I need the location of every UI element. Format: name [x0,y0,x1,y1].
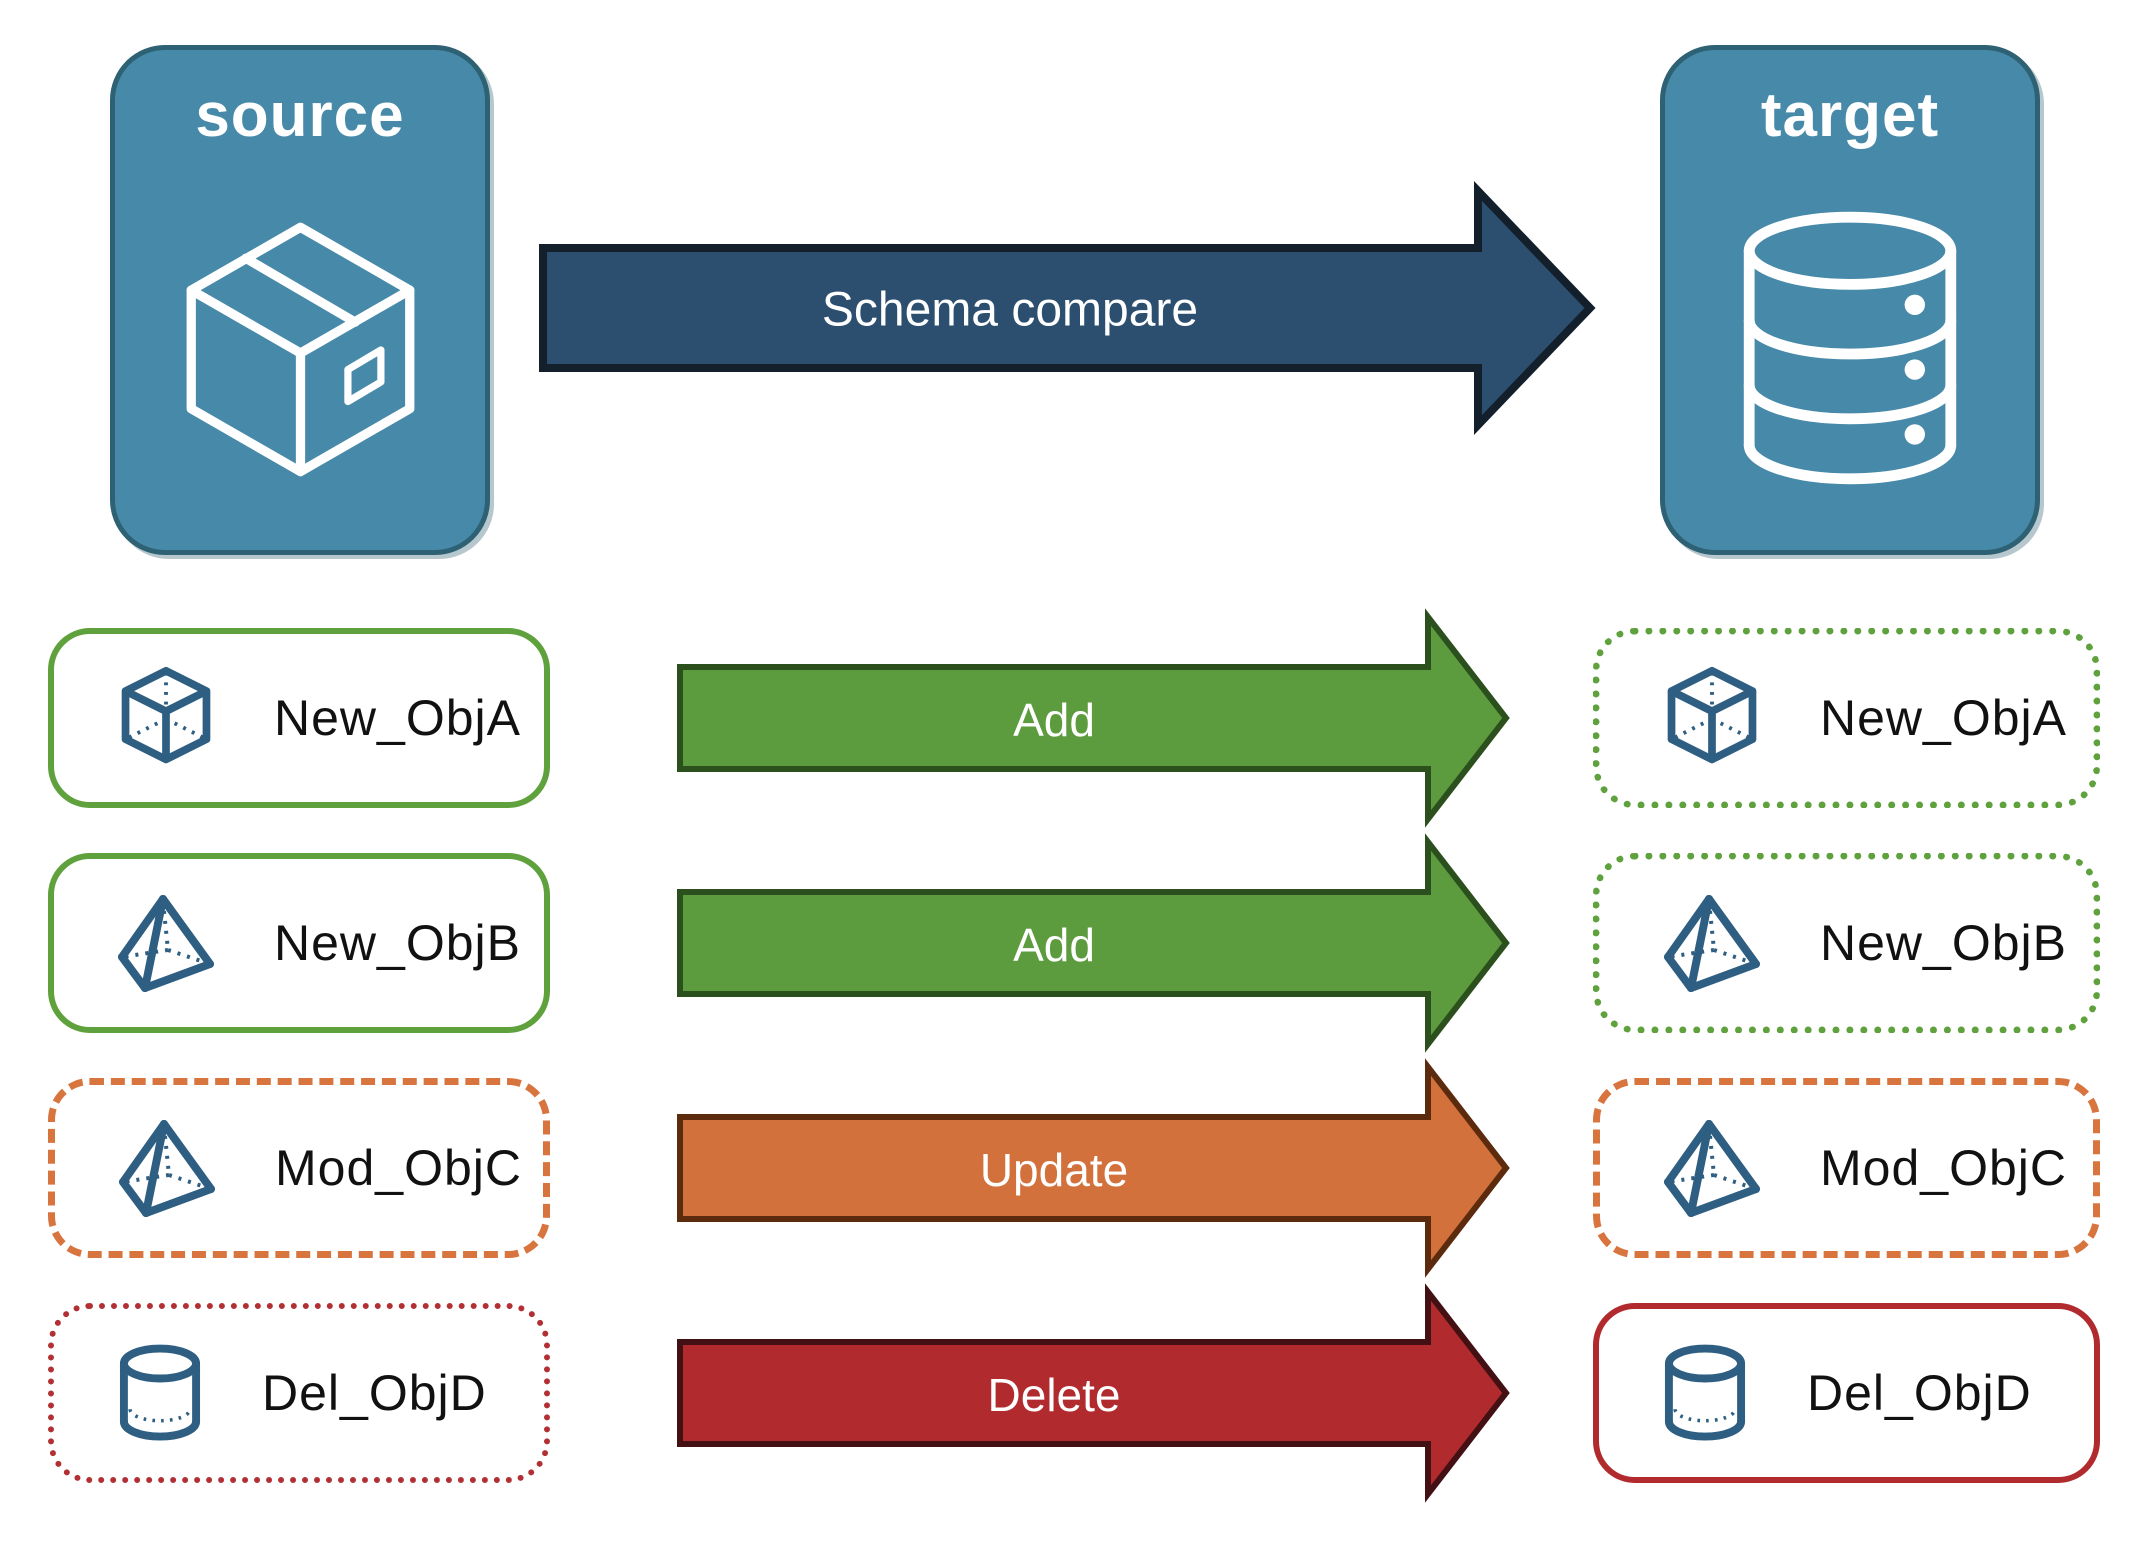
target-node-title: target [1760,81,1940,150]
delete-arrow: Delete [677,1283,1510,1503]
add-arrow-label: Add [1013,919,1095,971]
cylinder-icon [1664,1344,1746,1441]
target-object-new-obja: New_ObjA [1593,628,2100,808]
source-object-new-objb: New_ObjB [48,853,550,1033]
database-icon [1665,151,2035,550]
update-arrow-label: Update [980,1144,1128,1196]
source-object-label: New_ObjA [274,690,521,746]
pyramid-icon [1664,895,1760,992]
add-arrow-row2: Add [677,833,1510,1053]
source-node: source [110,45,490,555]
cube-icon [1667,666,1757,764]
delete-arrow-shape [677,1283,1510,1503]
target-object-label: New_ObjB [1820,915,2067,971]
add-arrow-shape [677,833,1510,1053]
schema-compare-arrow: Schema compare [539,181,1596,435]
target-object-label: Mod_ObjC [1820,1140,2067,1196]
update-arrow-shape [677,1058,1510,1278]
add-arrow-shape [677,608,1510,828]
pyramid-icon [118,895,214,992]
delete-arrow-label: Delete [988,1369,1121,1421]
cube-icon [121,666,211,764]
source-object-new-obja: New_ObjA [48,628,550,808]
target-object-del-objd: Del_ObjD [1593,1303,2100,1483]
pyramid-icon [1664,1120,1760,1217]
package-icon [115,151,485,550]
target-object-label: New_ObjA [1820,690,2067,746]
source-object-del-objd: Del_ObjD [48,1303,550,1483]
update-arrow: Update [677,1058,1510,1278]
target-object-mod-objc: Mod_ObjC [1593,1078,2100,1258]
target-object-label: Del_ObjD [1807,1365,2032,1421]
source-object-label: Del_ObjD [262,1365,487,1421]
target-object-new-objb: New_ObjB [1593,853,2100,1033]
source-object-label: Mod_ObjC [275,1140,522,1196]
schema-compare-arrow-label: Schema compare [822,284,1198,337]
add-arrow-row1: Add [677,608,1510,828]
target-node: target [1660,45,2040,555]
add-arrow-label: Add [1013,694,1095,746]
schema-compare-arrow-shape [539,181,1596,435]
cylinder-icon [119,1344,201,1441]
pyramid-icon [119,1120,215,1217]
source-object-mod-objc: Mod_ObjC [48,1078,550,1258]
source-object-label: New_ObjB [274,915,521,971]
source-node-title: source [195,81,405,150]
